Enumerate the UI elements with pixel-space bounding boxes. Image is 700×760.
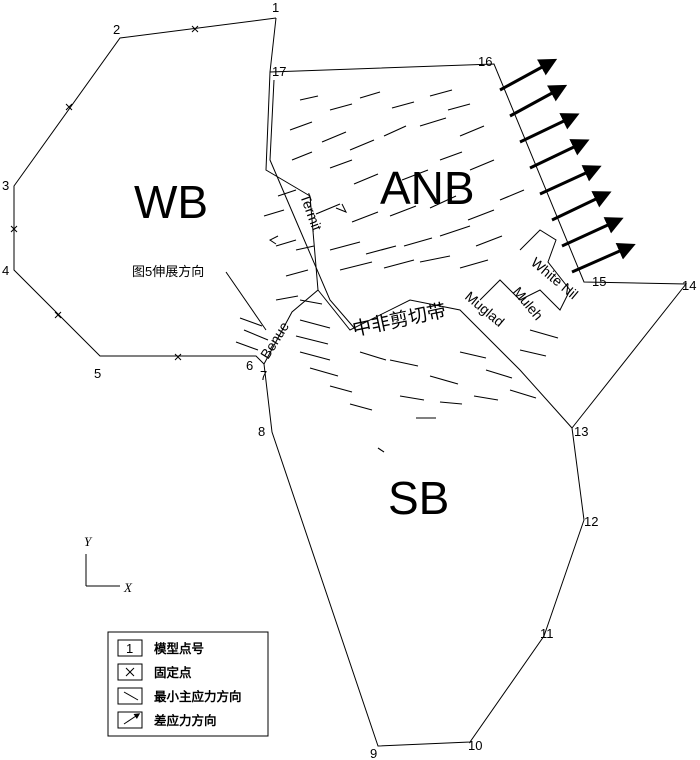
- node-13: 13: [574, 424, 588, 439]
- node-15: 15: [592, 274, 606, 289]
- legend-item-3: 最小主应力方向: [154, 689, 242, 704]
- region-anb-label: ANB: [380, 162, 475, 214]
- legend-item-2: 固定点: [154, 665, 192, 680]
- node-7: 7: [260, 368, 267, 383]
- muglad-label: Muglad: [462, 288, 507, 330]
- extension-direction-label: 图5伸展方向: [132, 264, 204, 279]
- legend-item-4: 差应力方向: [153, 713, 217, 728]
- fixed-points: [10, 25, 199, 361]
- anb-top-boundary: [269, 63, 688, 429]
- muleh-label: Muleh: [510, 284, 547, 324]
- stress-ticks: [235, 89, 559, 453]
- node-10: 10: [468, 738, 482, 753]
- region-sb-label: SB: [388, 472, 449, 524]
- legend-item-1: 模型点号: [154, 641, 204, 656]
- node-17: 17: [272, 64, 286, 79]
- axis-x-label: X: [123, 580, 133, 595]
- node-11: 11: [540, 626, 554, 641]
- anb-lower-boundary: [317, 289, 573, 429]
- node-16: 16: [478, 54, 492, 69]
- white-nil-outline: [479, 229, 571, 311]
- legend: 1 模型点号 固定点 最小主应力方向 差应力方向: [107, 631, 269, 737]
- node-8: 8: [258, 424, 265, 439]
- legend-node-symbol: 1: [126, 641, 133, 656]
- node-3: 3: [2, 178, 9, 193]
- sb-boundary: [263, 363, 585, 747]
- node-2: 2: [113, 22, 120, 37]
- wb-boundary: [13, 17, 277, 365]
- white-nil-label: White Nil: [528, 254, 581, 302]
- termit-outline: [269, 79, 357, 331]
- node-5: 5: [94, 366, 101, 381]
- node-9: 9: [370, 746, 377, 760]
- node-14: 14: [682, 278, 696, 293]
- node-4: 4: [2, 263, 9, 278]
- axis-indicator: Y X: [84, 534, 133, 595]
- node-12: 12: [584, 514, 598, 529]
- push-arrows: [499, 58, 636, 274]
- extension-arrows: [269, 203, 348, 245]
- node-1: 1: [272, 0, 279, 15]
- extension-leader: [225, 271, 267, 331]
- axis-y-label: Y: [84, 534, 93, 549]
- node-6: 6: [246, 358, 253, 373]
- region-wb-label: WB: [134, 176, 208, 228]
